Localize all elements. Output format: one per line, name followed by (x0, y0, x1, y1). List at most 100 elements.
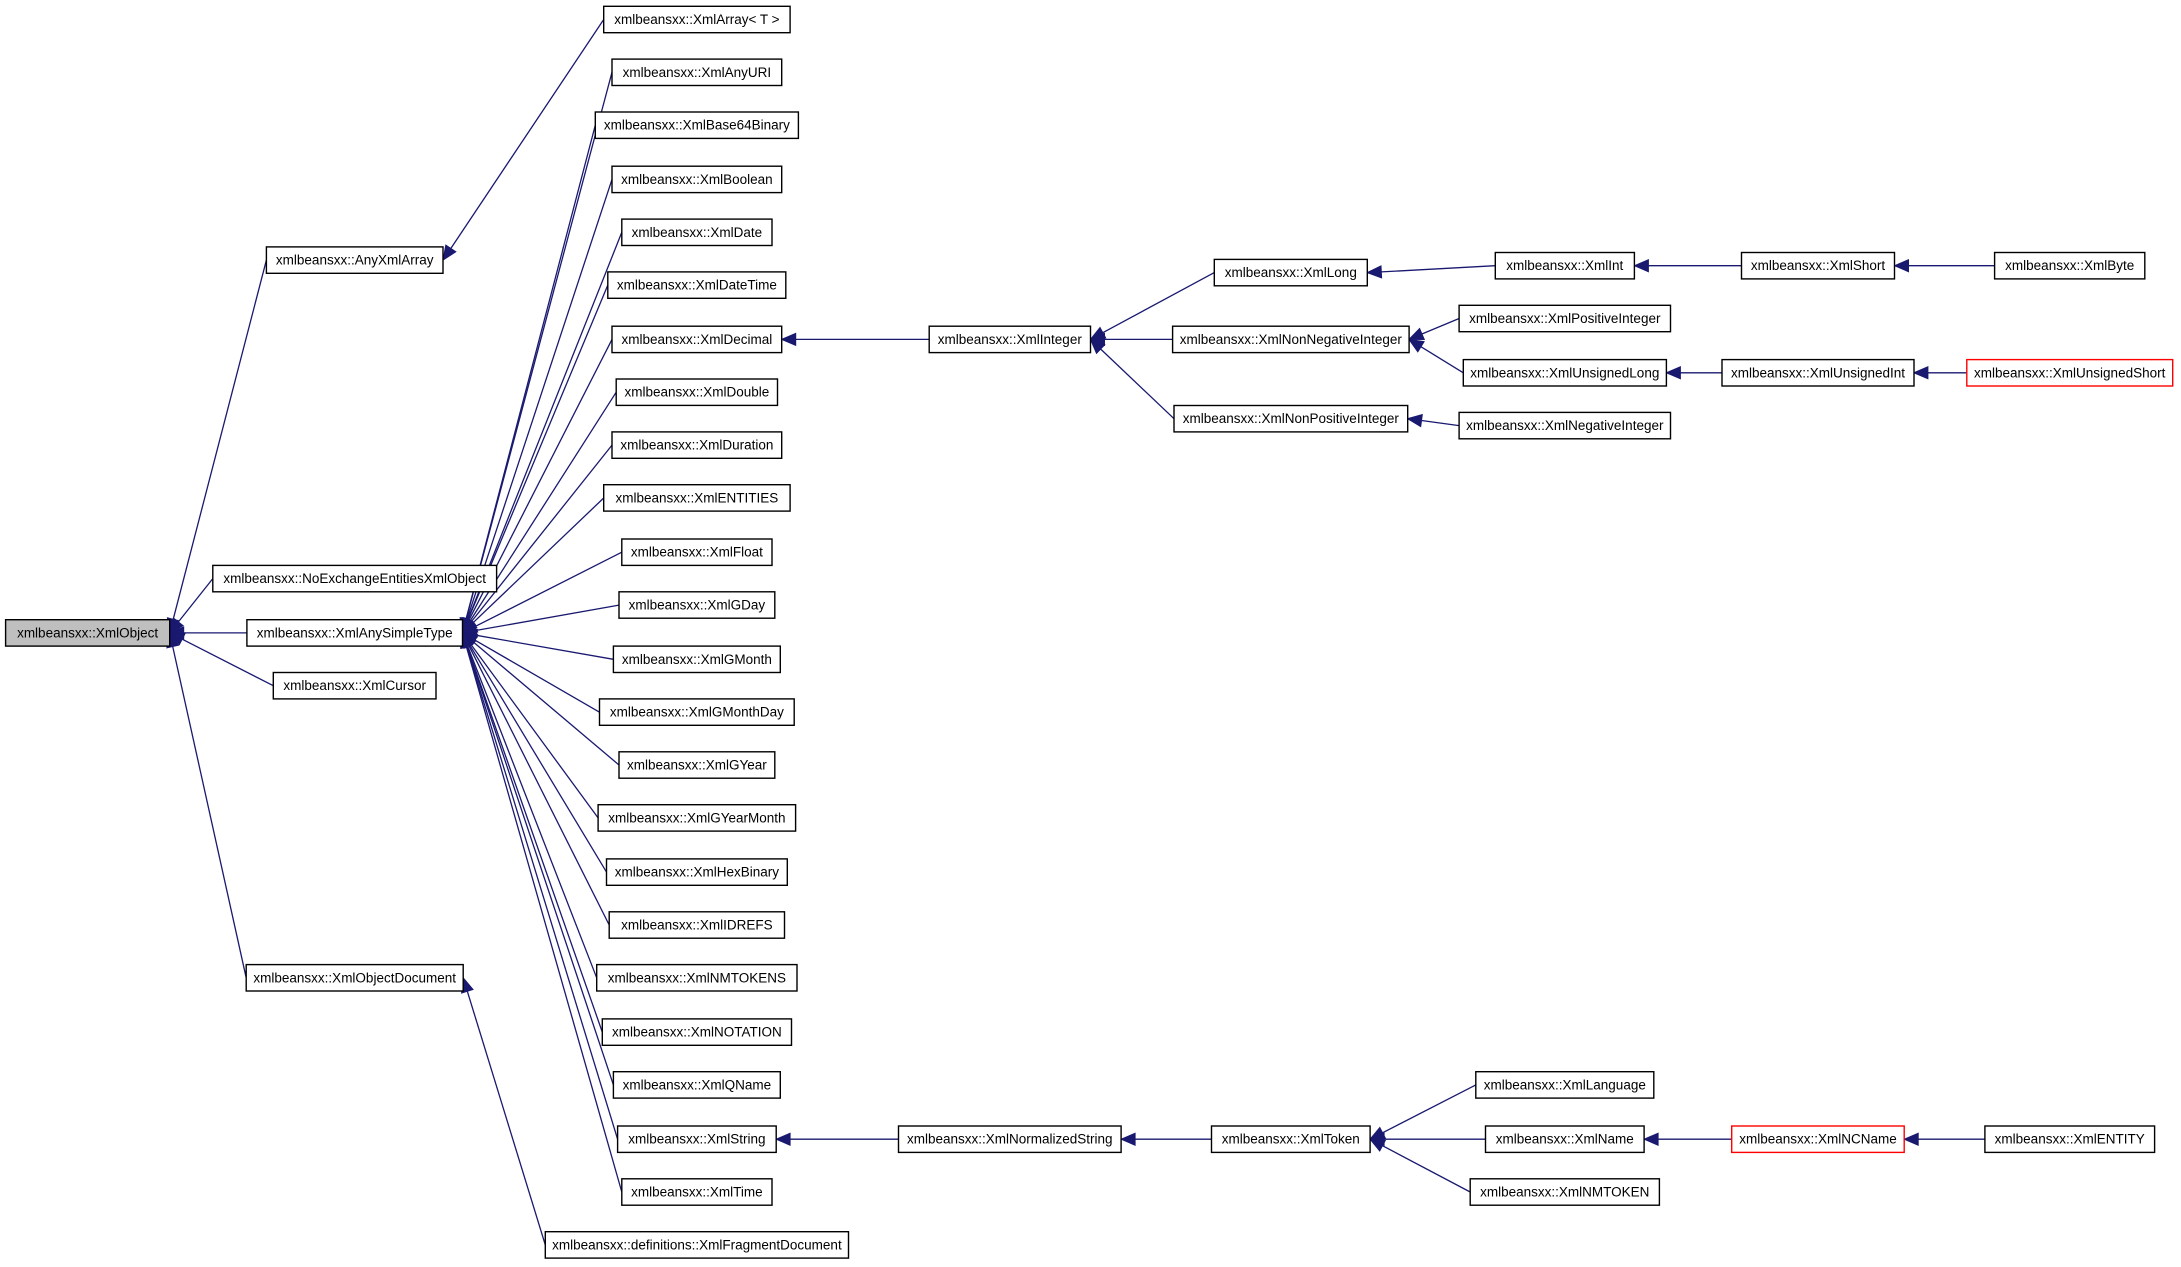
node-nonpos[interactable]: xmlbeansxx::XmlNonPositiveInteger (1173, 404, 1409, 433)
edge-short-to-int (1633, 258, 1742, 273)
node-box (1475, 1070, 1655, 1099)
edge-fragmentdoc-to-objectdocument (461, 976, 546, 1246)
edge-base64-to-anysimpletype (459, 125, 596, 635)
node-date[interactable]: xmlbeansxx::XmlDate (621, 218, 773, 247)
node-posint[interactable]: xmlbeansxx::XmlPositiveInteger (1458, 304, 1672, 333)
node-boolean[interactable]: xmlbeansxx::XmlBoolean (611, 165, 783, 194)
node-label: xmlbeansxx::XmlToken (1222, 1132, 1360, 1147)
node-notation[interactable]: xmlbeansxx::XmlNOTATION (601, 1018, 793, 1047)
node-label: xmlbeansxx::XmlNonNegativeInteger (1180, 332, 1403, 347)
node-long[interactable]: xmlbeansxx::XmlLong (1213, 258, 1369, 287)
edge-language-to-token (1368, 1084, 1477, 1140)
node-anyxmlarray[interactable]: xmlbeansxx::AnyXmlArray (265, 246, 444, 274)
node-gyearmonth[interactable]: xmlbeansxx::XmlGYearMonth (597, 804, 797, 832)
node-negint[interactable]: xmlbeansxx::XmlNegativeInteger (1458, 411, 1672, 440)
node-gmonth[interactable]: xmlbeansxx::XmlGMonth (612, 645, 782, 674)
edge-normstring-to-string (774, 1132, 899, 1146)
node-label: xmlbeansxx::XmlIDREFS (621, 918, 773, 933)
node-box (1984, 1125, 2156, 1154)
node-cursor[interactable]: xmlbeansxx::XmlCursor (272, 671, 437, 700)
node-label: xmlbeansxx::NoExchangeEntitiesXmlObject (223, 571, 486, 586)
edge-nmtoken-to-token (1368, 1138, 1471, 1193)
node-language[interactable]: xmlbeansxx::XmlLanguage (1475, 1070, 1655, 1099)
node-box (1993, 251, 2146, 280)
node-integer[interactable]: xmlbeansxx::XmlInteger (928, 325, 1092, 354)
node-label: xmlbeansxx::XmlDuration (620, 438, 773, 453)
node-label: xmlbeansxx::XmlGDay (629, 598, 766, 613)
node-box (1469, 1178, 1661, 1206)
node-box (212, 564, 498, 593)
node-box (1494, 251, 1636, 280)
node-duration[interactable]: xmlbeansxx::XmlDuration (611, 431, 783, 459)
node-idrefs[interactable]: xmlbeansxx::XmlIDREFS (608, 911, 786, 939)
node-gyear[interactable]: xmlbeansxx::XmlGYear (618, 751, 776, 779)
edge-ncname-to-name (1642, 1132, 1732, 1146)
node-byte[interactable]: xmlbeansxx::XmlByte (1993, 251, 2146, 280)
node-label: xmlbeansxx::XmlGYearMonth (608, 810, 785, 825)
node-xmlarray[interactable]: xmlbeansxx::XmlArray< T > (603, 5, 791, 34)
edge-objectdocument-to-xmlobject (166, 631, 247, 978)
node-base64[interactable]: xmlbeansxx::XmlBase64Binary (594, 111, 800, 140)
node-ushort[interactable]: xmlbeansxx::XmlUnsignedShort (1966, 358, 2174, 387)
node-box (544, 1230, 850, 1259)
node-float[interactable]: xmlbeansxx::XmlFloat (621, 538, 773, 567)
node-token[interactable]: xmlbeansxx::XmlToken (1210, 1125, 1371, 1154)
node-ulong[interactable]: xmlbeansxx::XmlUnsignedLong (1462, 358, 1668, 387)
edge-float-to-anysimpletype (461, 551, 623, 634)
node-name[interactable]: xmlbeansxx::XmlName (1484, 1125, 1645, 1154)
node-box (1458, 304, 1672, 333)
node-nmtokens[interactable]: xmlbeansxx::XmlNMTOKENS (596, 963, 798, 992)
node-label: xmlbeansxx::XmlString (628, 1132, 765, 1147)
node-ncname[interactable]: xmlbeansxx::XmlNCName (1730, 1125, 1905, 1154)
node-entity[interactable]: xmlbeansxx::XmlENTITY (1984, 1125, 2156, 1154)
node-short[interactable]: xmlbeansxx::XmlShort (1740, 251, 1896, 280)
node-box (272, 671, 437, 700)
node-entities[interactable]: xmlbeansxx::XmlENTITIES (603, 484, 791, 512)
node-label: xmlbeansxx::XmlAnySimpleType (257, 625, 453, 640)
node-gmonthday[interactable]: xmlbeansxx::XmlGMonthDay (598, 698, 795, 727)
node-box (246, 619, 464, 647)
node-label: xmlbeansxx::XmlAnyURI (623, 65, 772, 80)
node-label: xmlbeansxx::AnyXmlArray (276, 253, 434, 268)
node-label: xmlbeansxx::XmlQName (623, 1077, 772, 1092)
node-label: xmlbeansxx::XmlArray< T > (614, 12, 779, 27)
node-time[interactable]: xmlbeansxx::XmlTime (621, 1178, 773, 1206)
node-box (607, 271, 787, 299)
node-box (598, 698, 795, 727)
node-box (1721, 358, 1915, 387)
node-label: xmlbeansxx::XmlNCName (1739, 1132, 1897, 1147)
node-anysimpletype[interactable]: xmlbeansxx::XmlAnySimpleType (246, 619, 464, 647)
edge-hexbinary-to-anysimpletype (461, 631, 608, 873)
node-gday[interactable]: xmlbeansxx::XmlGDay (618, 591, 776, 619)
edge-integer-to-decimal (780, 332, 930, 347)
edge-uint-to-ulong (1665, 366, 1722, 380)
node-box (621, 538, 773, 567)
edge-negint-to-nonpos (1406, 413, 1460, 428)
node-decimal[interactable]: xmlbeansxx::XmlDecimal (611, 325, 783, 354)
node-uint[interactable]: xmlbeansxx::XmlUnsignedInt (1721, 358, 1915, 387)
node-datetime[interactable]: xmlbeansxx::XmlDateTime (607, 271, 787, 299)
node-normstring[interactable]: xmlbeansxx::XmlNormalizedString (897, 1125, 1122, 1154)
node-box (618, 751, 776, 779)
node-string[interactable]: xmlbeansxx::XmlString (616, 1125, 777, 1154)
node-fragmentdoc[interactable]: xmlbeansxx::definitions::XmlFragmentDocu… (544, 1230, 850, 1259)
node-xmlobject[interactable]: xmlbeansxx::XmlObject (4, 619, 171, 647)
node-objectdocument[interactable]: xmlbeansxx::XmlObjectDocument (245, 963, 464, 992)
node-noexchange[interactable]: xmlbeansxx::NoExchangeEntitiesXmlObject (212, 564, 498, 593)
node-anyuri[interactable]: xmlbeansxx::XmlAnyURI (611, 58, 783, 87)
node-nmtoken[interactable]: xmlbeansxx::XmlNMTOKEN (1469, 1178, 1661, 1206)
node-label: xmlbeansxx::XmlName (1496, 1132, 1634, 1147)
node-box (605, 858, 789, 887)
node-hexbinary[interactable]: xmlbeansxx::XmlHexBinary (605, 858, 789, 887)
node-box (603, 5, 791, 34)
node-nonneg[interactable]: xmlbeansxx::XmlNonNegativeInteger (1171, 325, 1410, 354)
edge-nmtokens-to-anysimpletype (461, 631, 598, 979)
node-label: xmlbeansxx::XmlGYear (627, 758, 767, 773)
node-box (1210, 1125, 1371, 1154)
node-double[interactable]: xmlbeansxx::XmlDouble (615, 378, 779, 407)
node-box (1213, 258, 1369, 287)
node-qname[interactable]: xmlbeansxx::XmlQName (612, 1070, 782, 1099)
edge-token-to-normstring (1119, 1132, 1212, 1146)
node-int[interactable]: xmlbeansxx::XmlInt (1494, 251, 1636, 280)
